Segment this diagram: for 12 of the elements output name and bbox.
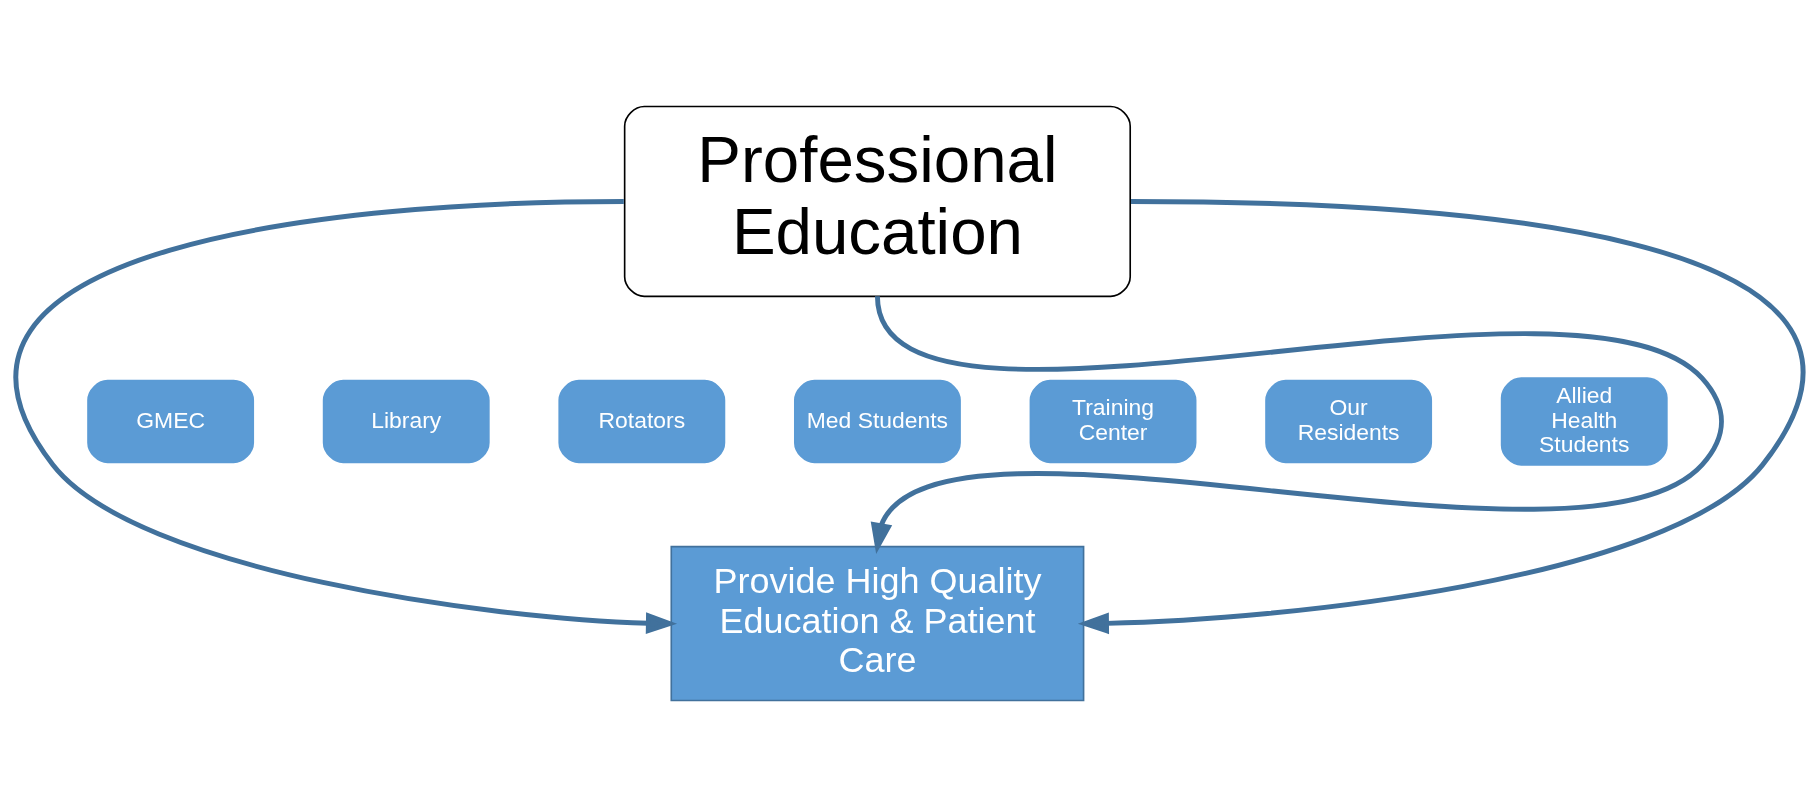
node-box: Med Students xyxy=(794,379,961,464)
arrow xyxy=(14,199,678,635)
node-box: Provide High Quality Education & Patient Care xyxy=(670,545,1085,702)
arrow xyxy=(1077,199,1805,635)
node-box: Our Residents xyxy=(1265,379,1433,464)
node-box: Library xyxy=(322,379,490,464)
node-box: Allied Health Students xyxy=(1500,377,1668,466)
node-box: GMEC xyxy=(87,379,255,464)
node-box: Training Center xyxy=(1029,379,1197,464)
node-box: Rotators xyxy=(558,379,726,464)
node-box: Professional Education xyxy=(623,105,1132,298)
arrow xyxy=(870,295,1724,554)
